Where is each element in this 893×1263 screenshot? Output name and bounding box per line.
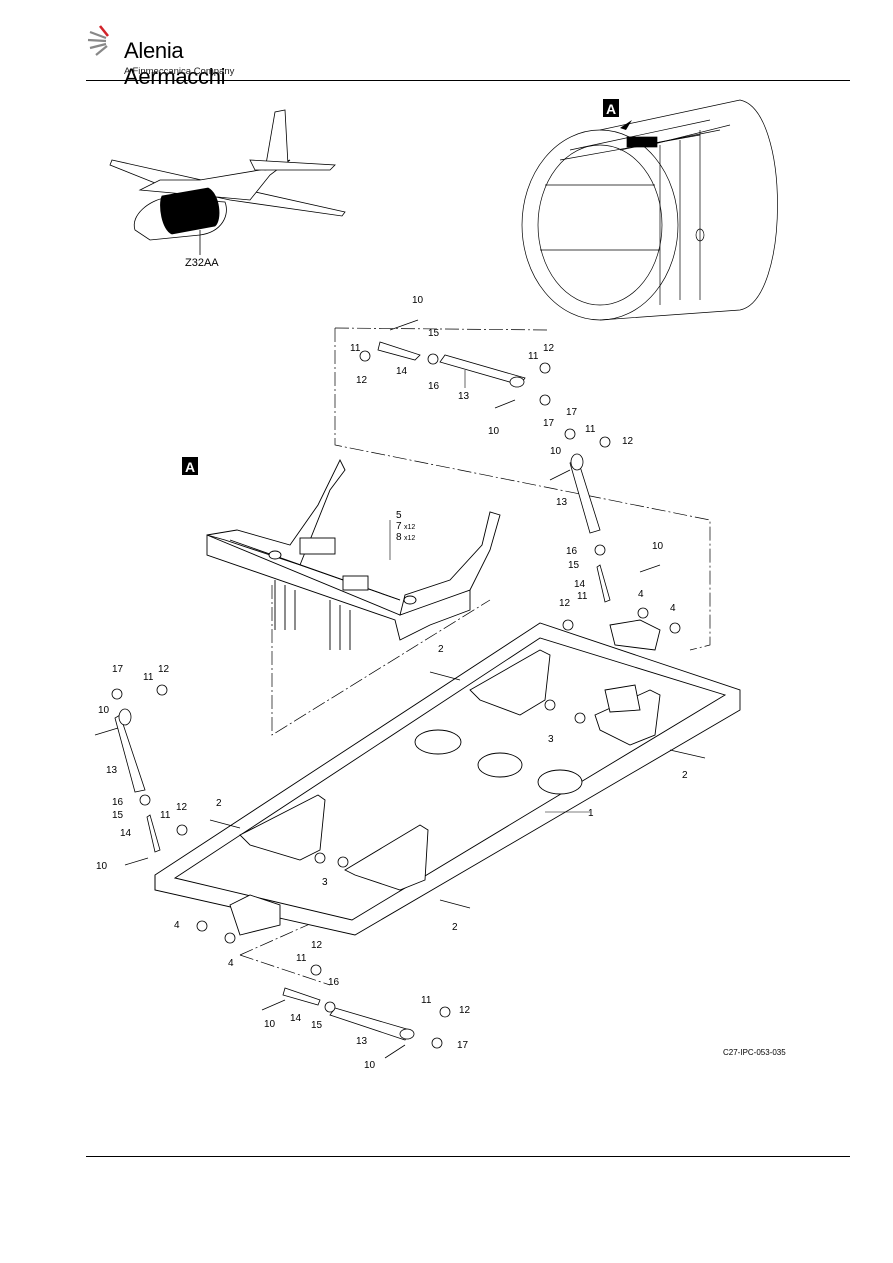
- lower-tray-assembly: [154, 619, 741, 936]
- callout-11: 11: [577, 591, 588, 602]
- callout-2: 2: [216, 798, 222, 809]
- callout-17: 17: [457, 1040, 469, 1051]
- callout-17: 17: [112, 664, 124, 675]
- callout-12: 12: [176, 802, 188, 813]
- header-rule: [86, 80, 850, 81]
- swoosh-logo-icon: [87, 25, 110, 56]
- callout-2: 2: [682, 770, 688, 781]
- leader-lines: [389, 370, 590, 813]
- callout-15: 15: [112, 810, 124, 821]
- callout-10: 10: [98, 705, 110, 716]
- callout-15: 15: [428, 328, 440, 339]
- view-a-marker-top: [603, 99, 619, 117]
- view-arrow-icon: [620, 120, 632, 130]
- callout-12: 12: [356, 375, 368, 386]
- callout-11: 11: [528, 351, 539, 362]
- callout-4: 4: [670, 603, 676, 614]
- callout-1: 1: [588, 808, 594, 819]
- view-a-marker: [182, 457, 198, 475]
- callout-11: 11: [143, 672, 154, 683]
- callout-12: 12: [622, 436, 634, 447]
- callout-12: 12: [543, 343, 555, 354]
- callout-10: 10: [652, 541, 664, 552]
- callout-14: 14: [120, 828, 132, 839]
- callout-11: 11: [160, 810, 171, 821]
- callout-7-qty: x12: [404, 524, 415, 531]
- callout-13: 13: [106, 765, 118, 776]
- callout-15: 15: [311, 1020, 323, 1031]
- callout-16: 16: [112, 797, 124, 808]
- callout-15: 15: [568, 560, 580, 571]
- callout-10: 10: [364, 1060, 376, 1071]
- callout-11: 11: [350, 343, 361, 354]
- callout-10: 10: [488, 426, 500, 437]
- callout-10: 10: [264, 1019, 276, 1030]
- callout-5: 5: [396, 510, 402, 521]
- callout-13: 13: [556, 497, 568, 508]
- callout-3: 3: [548, 734, 554, 745]
- company-logo: Alenia Aermacchi A Finmeccanica Company: [86, 24, 286, 89]
- brand-subtitle: A Finmeccanica Company: [124, 66, 235, 77]
- fuselage-section-view: [521, 99, 778, 321]
- callout-13: 13: [356, 1036, 368, 1047]
- callout-12: 12: [559, 598, 571, 609]
- callout-14: 14: [574, 579, 586, 590]
- callout-16: 16: [328, 977, 340, 988]
- callout-4: 4: [228, 958, 234, 969]
- construction-lines: [239, 327, 711, 986]
- brand-name: Alenia Aermacchi: [124, 38, 226, 89]
- callout-17: 17: [566, 407, 578, 418]
- callout-12: 12: [158, 664, 170, 675]
- callout-2: 2: [438, 644, 444, 655]
- callout-12: 12: [311, 940, 323, 951]
- figure-reference: C27-IPC-053-035: [723, 1048, 786, 1057]
- callout-4: 4: [174, 920, 180, 931]
- footer-rule: [86, 1156, 850, 1157]
- callout-17: 17: [543, 418, 555, 429]
- callout-7: 7: [396, 521, 402, 532]
- callout-11: 11: [421, 995, 432, 1006]
- view-a-label: A: [185, 459, 195, 475]
- view-a-label-top: A: [606, 101, 616, 117]
- aircraft-locator: [109, 109, 346, 255]
- callout-14: 14: [290, 1013, 302, 1024]
- callout-16: 16: [428, 381, 440, 392]
- callout-10: 10: [96, 861, 108, 872]
- callout-labels: 10 15 11 12 14 16 13 11 12 10 17 17 11 1…: [96, 295, 688, 1071]
- callout-11: 11: [585, 424, 596, 435]
- callout-16: 16: [566, 546, 578, 557]
- callout-4: 4: [638, 589, 644, 600]
- callout-10: 10: [550, 446, 562, 457]
- callout-2: 2: [452, 922, 458, 933]
- upper-cradle-assembly: [206, 458, 501, 650]
- callout-12: 12: [459, 1005, 471, 1016]
- callout-10: 10: [412, 295, 424, 306]
- callout-14: 14: [396, 366, 408, 377]
- callout-8: 8: [396, 532, 402, 543]
- callout-3: 3: [322, 877, 328, 888]
- zone-label: Z32AA: [185, 257, 219, 269]
- hardware-parts: [94, 319, 706, 1059]
- callout-13: 13: [458, 391, 470, 402]
- callout-11: 11: [296, 953, 307, 964]
- callout-8-qty: x12: [404, 535, 415, 542]
